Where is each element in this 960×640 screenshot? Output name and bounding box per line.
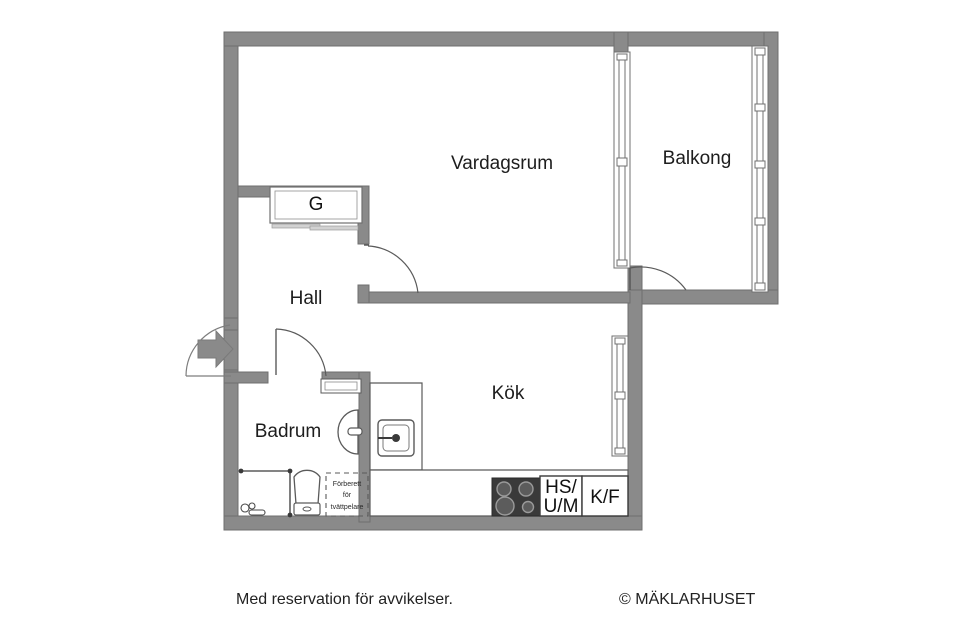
appliance-fridge-freezer-box — [581, 475, 629, 517]
balcony-railing-right-post-4 — [754, 217, 766, 226]
wardrobe-sliding-rail-right — [309, 225, 359, 231]
stove-burner-top-right — [518, 481, 534, 497]
laundry-note-line2: för — [343, 492, 352, 499]
appliance-hs-um-box — [539, 475, 583, 517]
room-label-badrum: Badrum — [255, 421, 322, 442]
laundry-note-line3: tvättpelare — [331, 504, 364, 511]
bathroom-door-threshold-inner — [324, 381, 358, 391]
footer-disclaimer: Med reservation för avvikelser. — [236, 591, 453, 608]
wardrobe-label: G — [309, 194, 324, 215]
wall-balcony-top — [627, 31, 779, 47]
entrance-door — [185, 324, 234, 377]
wall-kitchen-right — [627, 289, 643, 531]
kitchen-window-post-top — [614, 337, 626, 345]
balcony-railings — [613, 45, 769, 293]
balcony-railing-right-post-3 — [754, 160, 766, 169]
wall-livingroom-balcony-upper — [613, 31, 629, 55]
balcony-railing-left-post-bottom — [616, 259, 628, 267]
wall-outer-bottom — [223, 515, 643, 531]
laundry-note-line1: Förberett — [333, 481, 361, 488]
room-label-vardagsrum: Vardagsrum — [451, 153, 553, 174]
wall-livingroom-kitchen — [367, 291, 631, 304]
entrance-arrow-icon — [197, 329, 234, 369]
kitchen-window — [611, 335, 629, 457]
laundry-column-dashed-box — [325, 472, 369, 517]
bathroom-door — [275, 328, 362, 394]
shower-corner-node-bottom — [287, 512, 293, 518]
shower-corner-node-right — [287, 468, 293, 474]
livingroom-door — [364, 244, 419, 294]
shower-mixer-icon — [240, 502, 266, 516]
wall-entrance-jamb-upper — [223, 317, 239, 331]
room-label-kok: Kök — [492, 383, 525, 404]
bathroom-sink-faucet — [347, 427, 363, 436]
stove-burner-bottom-right — [521, 500, 535, 514]
balcony-railing-right-post-5 — [754, 282, 766, 291]
wall-group — [223, 31, 779, 531]
toilet-bowl — [293, 469, 321, 509]
kitchen-window-post-bottom — [614, 447, 626, 455]
wall-hall-right-lower — [357, 284, 370, 304]
bathroom-fixtures: Förberett för tvättpelare — [238, 409, 369, 518]
shower-corner-node-left — [238, 468, 244, 474]
footer-copyright: © MÄKLARHUSET — [619, 591, 756, 608]
toilet-flush-icon — [302, 506, 312, 512]
balcony-railing-left-post-top — [616, 53, 628, 61]
wall-outer-top — [223, 31, 629, 47]
room-labels: Vardagsrum Balkong Hall Kök Badrum — [255, 148, 732, 442]
balcony-railing-left-post-mid — [616, 157, 628, 167]
appliance-fridge-freezer-label: K/F — [590, 487, 620, 508]
stove-burner-bottom-left — [495, 496, 515, 516]
room-label-hall: Hall — [290, 288, 323, 309]
balcony-door — [629, 266, 687, 291]
bathroom-door-swing-arc — [275, 328, 327, 377]
wall-bathroom-right — [358, 371, 371, 523]
wall-bathroom-top-left — [223, 371, 269, 384]
wardrobe-inner — [274, 190, 358, 220]
kitchen-sink-drain-icon — [392, 434, 400, 442]
kitchen-window-post-mid — [614, 391, 626, 400]
balcony-railing-right-post-2 — [754, 103, 766, 112]
balcony-railing-right — [751, 45, 769, 293]
balcony-railing-right-post-1 — [754, 47, 766, 56]
kitchen-counter: HS/ U/M K/F — [369, 382, 629, 517]
room-label-balkong: Balkong — [663, 148, 732, 169]
stove-burner-top-left — [496, 481, 512, 497]
wardrobe: G — [269, 186, 363, 231]
appliance-hs-um-label-line2: U/M — [544, 496, 579, 517]
appliance-hs-um-label-line1: HS/ — [545, 477, 577, 498]
wall-outer-left — [223, 31, 239, 531]
livingroom-door-swing-arc — [367, 245, 419, 294]
